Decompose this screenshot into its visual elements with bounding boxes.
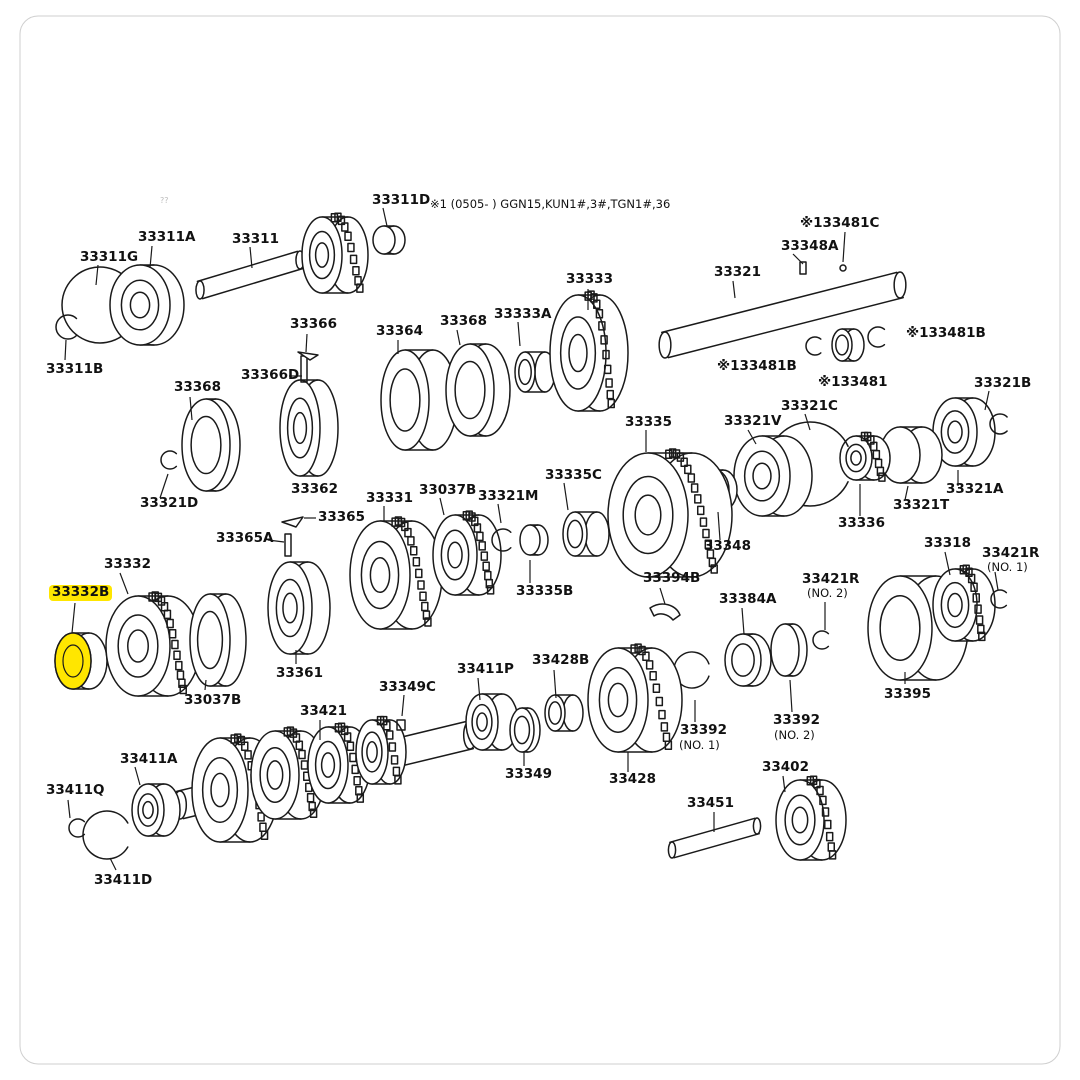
synchro-row	[267, 510, 610, 655]
gear-33332-row	[54, 591, 247, 697]
hub-sleeve-upper	[160, 290, 629, 492]
reverse-idler	[667, 775, 847, 861]
output-shaft-assembly	[68, 643, 683, 860]
outer-frame	[19, 15, 1061, 1065]
counter-shaft-assembly	[658, 261, 907, 362]
reverse-synchro-right	[649, 564, 1008, 689]
middle-gear-row	[607, 397, 1008, 578]
parts-artwork	[54, 207, 1008, 871]
input-shaft-assembly	[55, 212, 406, 346]
needle-bearing-33332B	[54, 632, 92, 690]
